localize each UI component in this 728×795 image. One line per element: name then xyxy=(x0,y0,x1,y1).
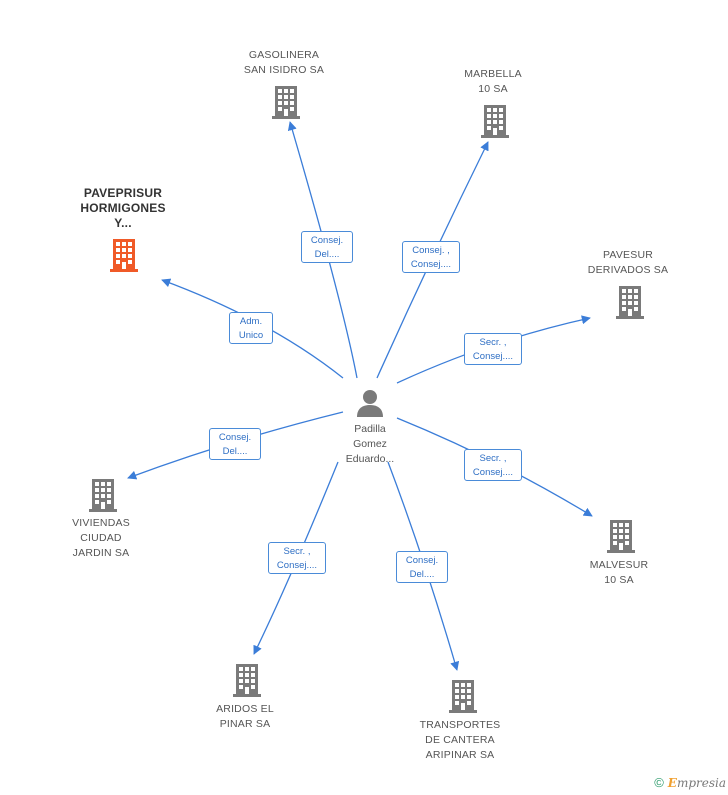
company-label-line: HORMIGONES xyxy=(80,201,166,215)
role-label-aridos[interactable]: Secr. , Consej.... xyxy=(268,542,326,574)
role-label-line: Adm. xyxy=(239,316,263,327)
company-label-line: 10 SA xyxy=(478,83,508,95)
role-label-line: Unico xyxy=(238,330,264,341)
footer-brand[interactable]: ©Empresia xyxy=(654,775,726,790)
role-label-line: Secr. , xyxy=(479,337,507,348)
company-label-aridos[interactable]: ARIDOS EL PINAR SA xyxy=(170,702,320,732)
edge-gasolinera xyxy=(287,121,358,379)
brand-logo: Empresia xyxy=(668,776,726,790)
role-label-line: Secr. , xyxy=(479,453,507,464)
building-icon[interactable] xyxy=(480,104,510,138)
company-label-line: VIVIENDAS xyxy=(72,517,130,529)
person-name-line-2: Gomez xyxy=(353,438,387,450)
company-label-line: DERIVADOS SA xyxy=(587,264,669,276)
building-icon[interactable] xyxy=(615,285,645,319)
role-label-pavesur[interactable]: Secr. , Consej.... xyxy=(464,333,522,365)
building-icon[interactable] xyxy=(88,478,118,512)
company-label-line: PAVEPRISUR xyxy=(83,186,163,200)
role-label-line: Consej. xyxy=(218,432,252,443)
company-label-line: MALVESUR xyxy=(589,559,649,571)
building-icon[interactable] xyxy=(109,238,139,272)
company-label-line: PAVESUR xyxy=(602,249,654,261)
company-label-line: Y... xyxy=(114,216,132,230)
role-label-line: Consej.... xyxy=(410,259,452,270)
role-label-gasolinera[interactable]: Consej. Del.... xyxy=(301,231,353,263)
role-label-line: Del.... xyxy=(314,249,340,260)
company-label-gasolinera[interactable]: GASOLINERA SAN ISIDRO SA xyxy=(209,48,359,78)
company-label-line: 10 SA xyxy=(604,574,634,586)
person-icon[interactable] xyxy=(355,388,385,418)
company-label-line: PINAR SA xyxy=(219,718,271,730)
person-name-line-1: Padilla xyxy=(354,423,386,435)
role-label-line: Consej. xyxy=(405,555,439,566)
company-label-viviendas[interactable]: VIVIENDAS CIUDAD JARDIN SA xyxy=(26,516,176,561)
company-label-malvesur[interactable]: MALVESUR 10 SA xyxy=(544,558,694,588)
building-icon[interactable] xyxy=(606,519,636,553)
company-label-line: DE CANTERA xyxy=(425,734,495,746)
copyright-symbol: © xyxy=(654,775,664,790)
role-label-line: Consej. xyxy=(310,235,344,246)
building-icon[interactable] xyxy=(232,663,262,697)
role-label-line: Del.... xyxy=(222,446,248,457)
company-label-transportes[interactable]: TRANSPORTES DE CANTERA ARIPINAR SA xyxy=(385,718,535,763)
person-name-line-3: Eduardo... xyxy=(345,453,395,465)
company-label-line: TRANSPORTES xyxy=(419,719,501,731)
role-label-paveprisur[interactable]: Adm. Unico xyxy=(229,312,273,344)
role-label-transportes[interactable]: Consej. Del.... xyxy=(396,551,448,583)
brand-logo-text: mpresia xyxy=(676,776,726,790)
company-label-paveprisur[interactable]: PAVEPRISUR HORMIGONES Y... xyxy=(48,186,198,231)
building-icon[interactable] xyxy=(271,85,301,119)
role-label-line: Del.... xyxy=(409,569,435,580)
company-label-line: SAN ISIDRO SA xyxy=(243,64,325,76)
company-label-pavesur[interactable]: PAVESUR DERIVADOS SA xyxy=(553,248,703,278)
role-label-marbella[interactable]: Consej. , Consej.... xyxy=(402,241,460,273)
company-label-line: ARIPINAR SA xyxy=(425,749,495,761)
company-label-line: MARBELLA xyxy=(464,68,522,80)
building-icon[interactable] xyxy=(448,679,478,713)
company-label-line: JARDIN SA xyxy=(72,547,130,559)
person-name[interactable]: Padilla Gomez Eduardo... xyxy=(320,422,420,467)
company-label-line: ARIDOS EL xyxy=(216,703,274,715)
brand-logo-initial: E xyxy=(667,776,677,790)
role-label-malvesur[interactable]: Secr. , Consej.... xyxy=(464,449,522,481)
company-label-marbella[interactable]: MARBELLA 10 SA xyxy=(418,67,568,97)
role-label-line: Consej. , xyxy=(412,245,450,256)
role-label-viviendas[interactable]: Consej. Del.... xyxy=(209,428,261,460)
role-label-line: Consej.... xyxy=(472,351,514,362)
role-label-line: Secr. , xyxy=(283,546,311,557)
role-label-line: Consej.... xyxy=(472,467,514,478)
role-label-line: Consej.... xyxy=(276,560,318,571)
company-label-line: GASOLINERA xyxy=(248,49,320,61)
company-label-line: CIUDAD xyxy=(80,532,122,544)
